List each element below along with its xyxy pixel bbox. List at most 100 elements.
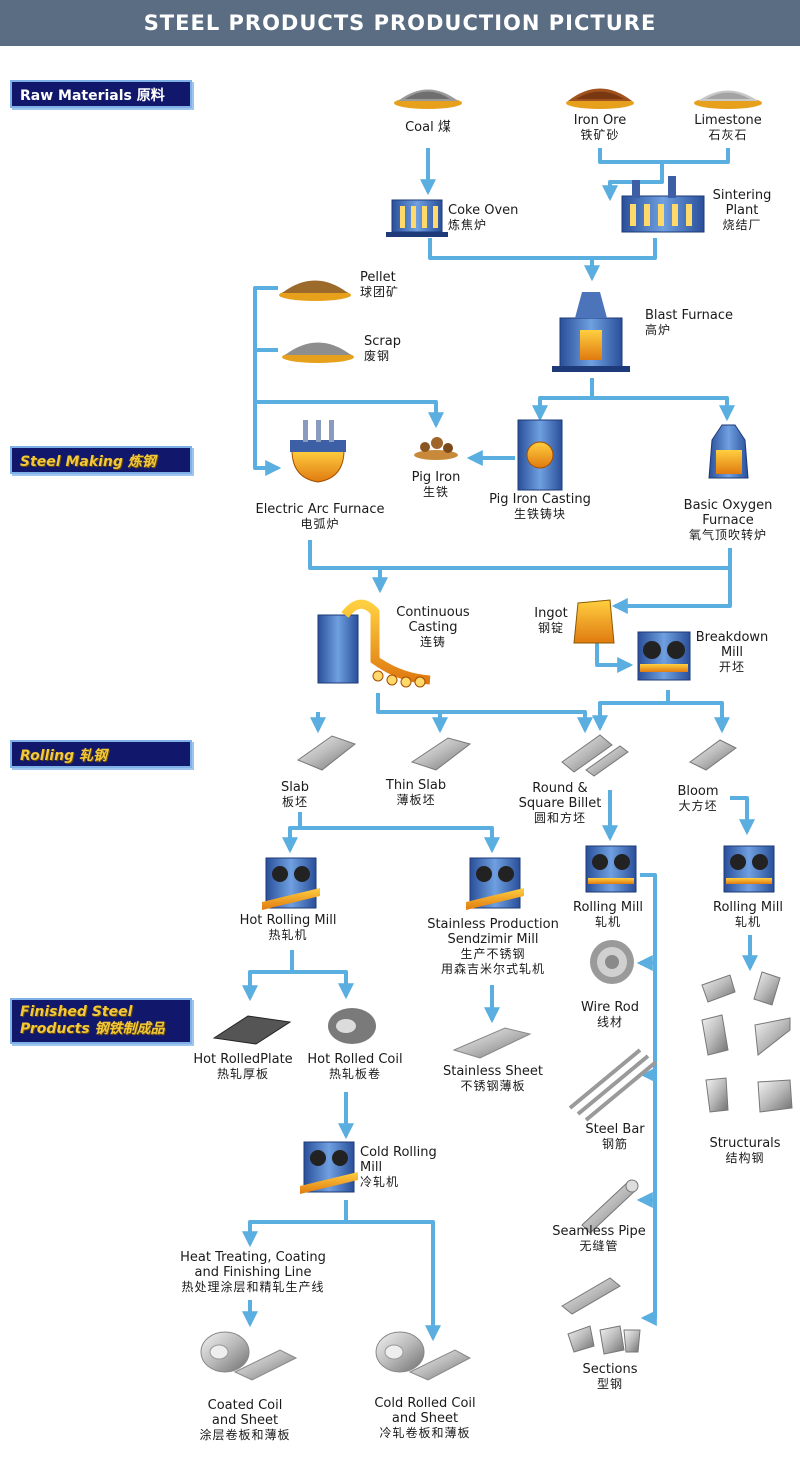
label-pig-iron-casting: Pig Iron Casting 生铁铸块 [480, 492, 600, 522]
label-eaf: Electric Arc Furnace 电弧炉 [245, 502, 395, 532]
label-blast-furnace-text: Blast Furnace [645, 308, 733, 323]
label-continuous-casting: Continuous Casting 连铸 [388, 605, 478, 650]
connector-blast-split [532, 378, 594, 422]
hot-rolled-plate-icon [212, 1015, 292, 1045]
billet-icon [561, 734, 629, 777]
connector-crm-split [242, 1200, 348, 1248]
label-stainless-production: Stainless Production Sendzimir Mill 生产不锈… [418, 917, 568, 977]
label-bloom: Bloom 大方坯 [668, 784, 728, 814]
label-pipe-text: Seamless Pipe [552, 1224, 646, 1239]
label-pig-iron-casting-cn: 生铁铸块 [513, 507, 566, 521]
thin-slab-icon [410, 737, 472, 771]
label-blast-furnace: Blast Furnace 高炉 [645, 308, 733, 338]
label-coke-oven: Coke Oven 炼焦炉 [448, 203, 518, 233]
label-crm-cn: 冷轧机 [360, 1175, 400, 1189]
steel-bar-icon [568, 1048, 658, 1122]
label-crc-text1: Cold Rolled Coil [374, 1396, 476, 1411]
label-hrc-text: Hot Rolled Coil [307, 1052, 403, 1067]
label-ss-text: Stainless Sheet [442, 1064, 544, 1079]
label-heat-treating: Heat Treating, Coating and Finishing Lin… [160, 1250, 346, 1295]
label-rm1-text: Rolling Mill [573, 900, 643, 915]
label-pellet-text: Pellet [360, 270, 396, 285]
section-raw-materials: Raw Materials 原料 [10, 80, 192, 108]
label-thin-slab: Thin Slab 薄板坯 [378, 778, 454, 808]
pellet-pile-icon [279, 280, 351, 301]
label-coated-coil: Coated Coil and Sheet 涂层卷板和薄板 [180, 1398, 310, 1443]
label-slab: Slab 板坯 [265, 780, 325, 810]
cold-rolled-coil-icon [375, 1331, 472, 1381]
label-eaf-text: Electric Arc Furnace [255, 502, 385, 517]
continuous-casting-icon [317, 599, 431, 688]
label-limestone: Limestone 石灰石 [683, 113, 773, 143]
label-structurals-text: Structurals [709, 1136, 781, 1151]
label-heat-cn: 热处理涂层和精轧生产线 [181, 1280, 325, 1294]
connectors [242, 148, 758, 1342]
label-crm-text1: Cold Rolling [360, 1145, 437, 1160]
section-finished-line2: Products 钢铁制成品 [20, 1021, 165, 1037]
label-thin-slab-text: Thin Slab [385, 778, 447, 793]
label-cc-cn: 连铸 [419, 635, 446, 649]
label-pig-iron-text: Pig Iron [411, 470, 461, 485]
section-rolling: Rolling 轧钢 [10, 740, 192, 768]
connector-ingot-breakdown [595, 643, 634, 673]
label-breakdown-text2: Mill [720, 645, 744, 660]
pig-iron-icon [414, 437, 458, 460]
label-scrap-cn: 废钢 [364, 349, 391, 363]
label-spm-cn1: 生产不锈钢 [460, 947, 526, 961]
connector-to-hrcoil [292, 970, 354, 1000]
cold-rolling-mill-icon [300, 1141, 358, 1194]
label-steel-bar-cn: 钢筋 [601, 1137, 628, 1151]
sintering-plant-icon [621, 176, 705, 233]
coated-coil-icon [200, 1331, 298, 1381]
connector-breakdown-split [592, 690, 670, 732]
limestone-pile-icon [694, 90, 762, 109]
label-cc-text1: Continuous [396, 605, 470, 620]
section-finished-products: Finished Steel Products 钢铁制成品 [10, 998, 192, 1044]
connector-to-crcoil [346, 1220, 441, 1342]
label-billet-text2: Square Billet [518, 796, 602, 811]
label-bof-text2: Furnace [702, 513, 754, 528]
label-billet-text1: Round & [532, 781, 588, 796]
connector-to-bloom [668, 701, 730, 734]
label-hot-rolled-coil: Hot Rolled Coil 热轧板卷 [302, 1052, 408, 1082]
label-wire-rod: Wire Rod 线材 [568, 1000, 652, 1030]
label-ingot-cn: 钢锭 [537, 621, 564, 635]
label-slab-cn: 板坯 [281, 795, 308, 809]
label-sintering: Sintering Plant 烧结厂 [704, 188, 780, 233]
label-spm-text1: Stainless Production [427, 917, 559, 932]
label-ingot-text: Ingot [534, 606, 568, 621]
connector-hrm-split [242, 950, 294, 1002]
label-scrap: Scrap 废钢 [364, 334, 401, 364]
slab-icon [296, 735, 357, 771]
basic-oxygen-furnace-icon [708, 424, 749, 479]
seamless-pipe-icon [581, 1179, 639, 1234]
label-wire-rod-cn: 线材 [596, 1015, 623, 1029]
label-sintering-text2: Plant [725, 203, 759, 218]
label-rolling-mill-2: Rolling Mill 轧机 [700, 900, 796, 930]
label-steel-bar-text: Steel Bar [585, 1122, 645, 1137]
label-steel-bar: Steel Bar 钢筋 [575, 1122, 655, 1152]
connector-ore-limestone [598, 148, 730, 164]
label-spm-cn2: 用森吉米尔式轧机 [440, 962, 545, 976]
hot-rolled-coil-icon [328, 1008, 376, 1044]
label-sections: Sections 型钢 [570, 1362, 650, 1392]
section-finished-line1: Finished Steel [20, 1004, 133, 1020]
pig-iron-casting-icon [517, 419, 563, 491]
label-bof: Basic Oxygen Furnace 氧气顶吹转炉 [663, 498, 793, 543]
label-bof-text1: Basic Oxygen [683, 498, 773, 513]
hot-rolling-mill-icon [262, 857, 320, 910]
label-rm2-cn: 轧机 [734, 915, 761, 929]
ingot-icon [573, 599, 615, 644]
label-hrp-text: Hot RolledPlate [193, 1052, 293, 1067]
label-breakdown-cn: 开坯 [718, 660, 745, 674]
coal-pile-icon [394, 89, 462, 109]
rolling-mill-1-icon [585, 845, 637, 893]
label-coal-cn: 煤 [437, 120, 451, 135]
connector-rm1-products [640, 873, 657, 1326]
label-sections-text: Sections [582, 1362, 638, 1377]
label-iron-ore-text: Iron Ore [573, 113, 627, 128]
label-wire-rod-text: Wire Rod [580, 1000, 640, 1015]
stainless-sheet-icon [452, 1027, 532, 1059]
label-heat-text2: and Finishing Line [194, 1265, 312, 1280]
connector-pellet-scrap-eaf [253, 286, 282, 476]
